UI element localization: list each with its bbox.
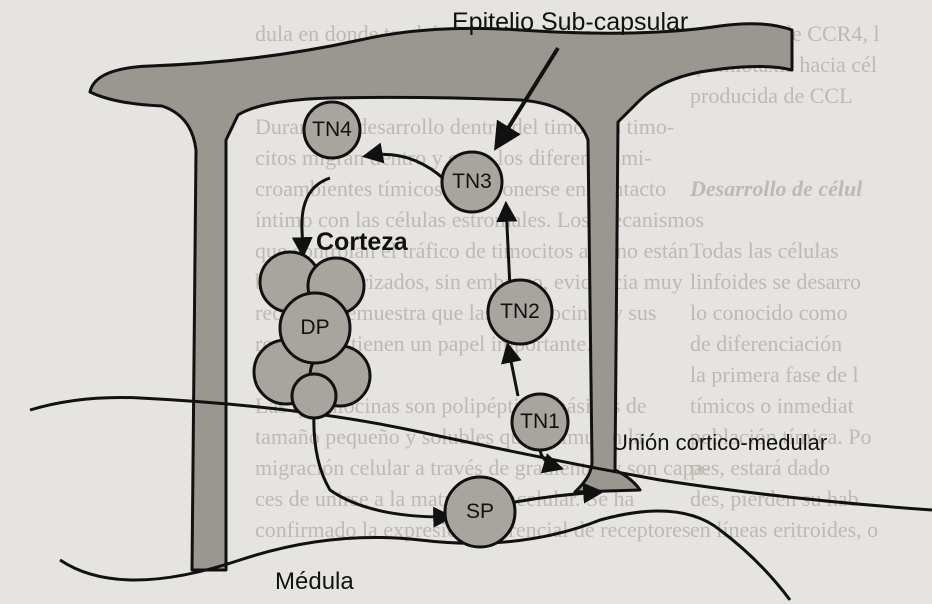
subcapsular-epithelium (90, 24, 792, 570)
arrow-tn1-to-tn2 (508, 346, 518, 396)
node-label-dp: DP (300, 316, 329, 340)
dp-cluster-cell-5 (292, 374, 336, 418)
arrow-tn2-to-tn3 (506, 205, 510, 288)
node-label-tn4: TN4 (312, 118, 352, 142)
label-corteza: Corteza (316, 228, 408, 257)
arrow-dp-to-sp (314, 410, 450, 517)
node-label-tn3: TN3 (452, 170, 492, 194)
node-label-sp: SP (466, 500, 494, 524)
label-epitelio-sub-capsular: Epitelio Sub-capsular (452, 8, 688, 37)
arrow-sp-to-junction (515, 492, 600, 502)
label-union-cortico-medular: Unión cortico-medular (612, 430, 827, 456)
node-label-tn2: TN2 (500, 300, 540, 324)
medulla-boundary (60, 511, 790, 600)
label-medula: Médula (275, 568, 354, 596)
node-label-tn1: TN1 (520, 410, 560, 434)
arrow-tn3-to-tn4 (366, 154, 445, 180)
